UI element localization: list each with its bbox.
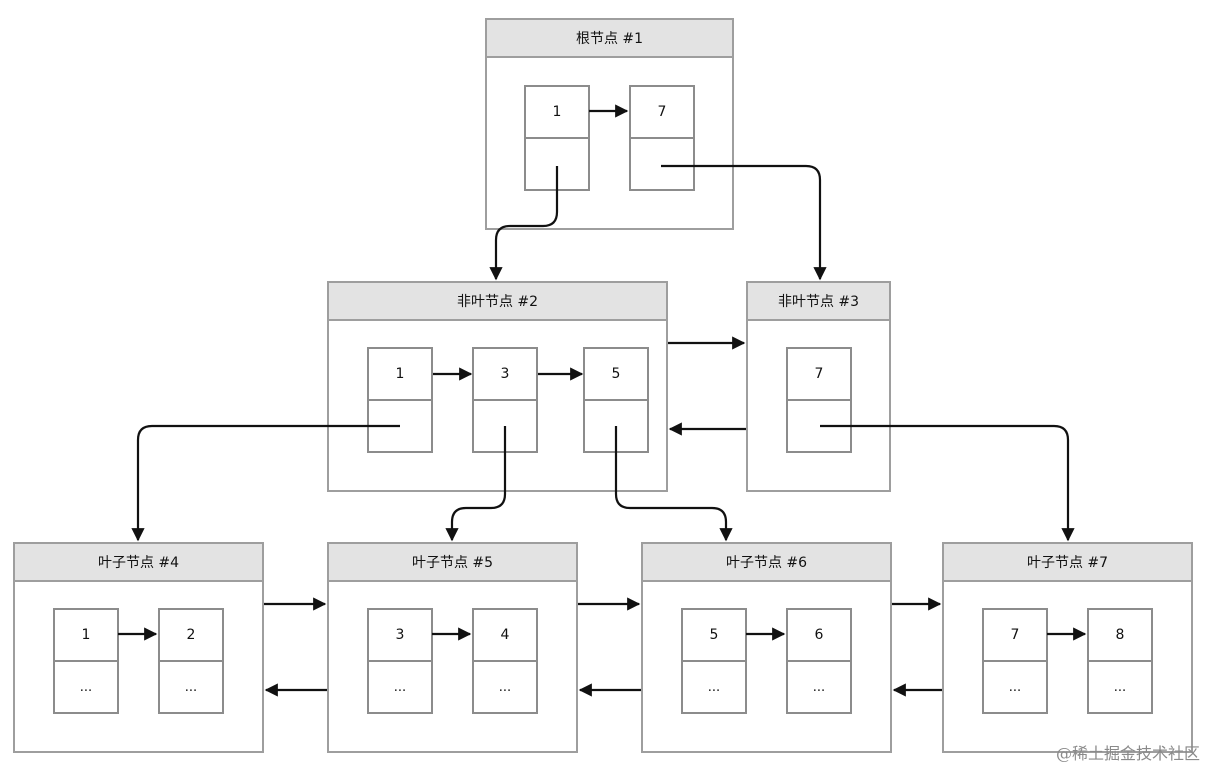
node-6-cell-2: 6 ... bbox=[786, 608, 852, 714]
node-3: 非叶节点 #3 7 bbox=[746, 281, 891, 492]
node-1-cell-2: 7 bbox=[629, 85, 695, 191]
cell-key: 7 bbox=[631, 87, 693, 139]
node-7: 叶子节点 #7 7 ... 8 ... bbox=[942, 542, 1193, 753]
cell-pointer bbox=[526, 139, 588, 189]
cell-key: 3 bbox=[474, 349, 536, 401]
node-6-title: 叶子节点 #6 bbox=[643, 544, 890, 582]
node-1-title: 根节点 #1 bbox=[487, 20, 732, 58]
cell-key: 6 bbox=[788, 610, 850, 662]
node-4-title: 叶子节点 #4 bbox=[15, 544, 262, 582]
cell-key: 7 bbox=[788, 349, 850, 401]
cell-key: 2 bbox=[160, 610, 222, 662]
cell-key: 1 bbox=[526, 87, 588, 139]
cell-pointer: ... bbox=[1008, 679, 1022, 695]
node-2-cell-1: 1 bbox=[367, 347, 433, 453]
node-2-title: 非叶节点 #2 bbox=[329, 283, 666, 321]
node-3-cell-1: 7 bbox=[786, 347, 852, 453]
watermark-text: @稀土掘金技术社区 bbox=[1055, 744, 1200, 763]
node-5-title: 叶子节点 #5 bbox=[329, 544, 576, 582]
node-3-title: 非叶节点 #3 bbox=[748, 283, 889, 321]
cell-pointer: ... bbox=[707, 679, 721, 695]
node-7-cell-1: 7 ... bbox=[982, 608, 1048, 714]
cell-key: 5 bbox=[585, 349, 647, 401]
cell-pointer bbox=[585, 401, 647, 451]
node-4-cell-2: 2 ... bbox=[158, 608, 224, 714]
node-6: 叶子节点 #6 5 ... 6 ... bbox=[641, 542, 892, 753]
cell-key: 4 bbox=[474, 610, 536, 662]
cell-pointer bbox=[369, 401, 431, 451]
cell-key: 7 bbox=[984, 610, 1046, 662]
cell-pointer: ... bbox=[184, 679, 198, 695]
node-5: 叶子节点 #5 3 ... 4 ... bbox=[327, 542, 578, 753]
cell-key: 5 bbox=[683, 610, 745, 662]
cell-key: 3 bbox=[369, 610, 431, 662]
cell-pointer bbox=[631, 139, 693, 189]
node-6-cell-1: 5 ... bbox=[681, 608, 747, 714]
cell-pointer: ... bbox=[79, 679, 93, 695]
node-7-cell-2: 8 ... bbox=[1087, 608, 1153, 714]
node-4: 叶子节点 #4 1 ... 2 ... bbox=[13, 542, 264, 753]
node-5-cell-2: 4 ... bbox=[472, 608, 538, 714]
node-1: 根节点 #1 1 7 bbox=[485, 18, 734, 230]
cell-pointer: ... bbox=[812, 679, 826, 695]
cell-pointer bbox=[474, 401, 536, 451]
node-2-cell-2: 3 bbox=[472, 347, 538, 453]
cell-pointer: ... bbox=[1113, 679, 1127, 695]
cell-key: 1 bbox=[55, 610, 117, 662]
node-5-cell-1: 3 ... bbox=[367, 608, 433, 714]
cell-pointer bbox=[788, 401, 850, 451]
cell-pointer: ... bbox=[498, 679, 512, 695]
node-1-cell-1: 1 bbox=[524, 85, 590, 191]
node-7-title: 叶子节点 #7 bbox=[944, 544, 1191, 582]
cell-key: 8 bbox=[1089, 610, 1151, 662]
node-2-cell-3: 5 bbox=[583, 347, 649, 453]
node-2: 非叶节点 #2 1 3 5 bbox=[327, 281, 668, 492]
cell-key: 1 bbox=[369, 349, 431, 401]
node-4-cell-1: 1 ... bbox=[53, 608, 119, 714]
cell-pointer: ... bbox=[393, 679, 407, 695]
